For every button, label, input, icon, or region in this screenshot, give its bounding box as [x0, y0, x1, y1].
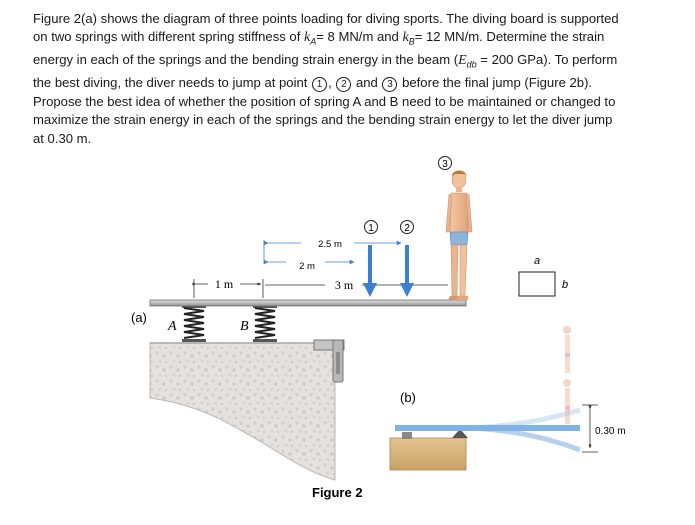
fulcrum-support [313, 339, 345, 383]
spring-a-label: A [167, 319, 177, 334]
cross-section: a b [518, 255, 568, 297]
dim-3m-label: 3 m [335, 278, 354, 292]
board-stand [389, 429, 468, 471]
point-marker-1: 1 [364, 220, 378, 234]
point-marker-1-label: 1 [368, 223, 374, 234]
point-marker-3: 3 [438, 156, 452, 170]
cross-section-b-label: b [562, 279, 568, 291]
dim-1m-label: 1 m [215, 277, 234, 291]
dim-25m-label: 2.5 m [318, 239, 342, 250]
problem-line-5: Propose the best idea of whether the pos… [33, 93, 616, 109]
spring-b [253, 305, 277, 342]
load-arrow-2 [400, 245, 414, 297]
problem-statement: Figure 2(a) shows the diagram of three p… [33, 10, 683, 148]
e-subscript: db [466, 60, 477, 71]
label-b: (b) [400, 390, 416, 405]
point-1-circled: 1 [312, 77, 328, 93]
point-marker-2: 2 [400, 220, 414, 234]
bending-board [395, 407, 581, 453]
problem-line-1: Figure 2(a) shows the diagram of three p… [33, 11, 619, 26]
height-label: 0.30 m [595, 426, 626, 437]
problem-line-7: at 0.30 m. [33, 130, 92, 146]
point-marker-2-label: 2 [404, 223, 410, 234]
figure-caption: Figure 2 [312, 485, 363, 500]
ka-symbol: k [304, 30, 311, 46]
diving-board [149, 299, 467, 307]
point-marker-3-label: 3 [442, 159, 448, 170]
dim-2m-label: 2 m [299, 261, 315, 272]
ka-subscript: A [310, 37, 317, 48]
e-symbol: E [458, 53, 467, 69]
point-2-circled: 2 [336, 77, 352, 93]
ground-block [149, 342, 336, 481]
cross-section-a-label: a [534, 255, 540, 267]
spring-b-label: B [240, 319, 249, 334]
point-3-circled: 3 [382, 77, 398, 93]
kb-subscript: B [408, 37, 415, 48]
load-arrow-1 [363, 245, 377, 297]
problem-line-6: maximize the strain energy in each of th… [33, 112, 613, 128]
problem-line-3: energy in each of the springs and the be… [33, 52, 618, 71]
spring-a [182, 305, 206, 342]
label-a: (a) [131, 310, 147, 325]
kb-symbol: k [402, 30, 409, 46]
height-dimension [582, 404, 598, 453]
diver-figure [445, 170, 473, 300]
problem-line-4: the best diving, the diver needs to jump… [33, 75, 593, 93]
diver-jump-sequence [563, 326, 571, 424]
problem-line-2: on two springs with different spring sti… [33, 29, 605, 48]
